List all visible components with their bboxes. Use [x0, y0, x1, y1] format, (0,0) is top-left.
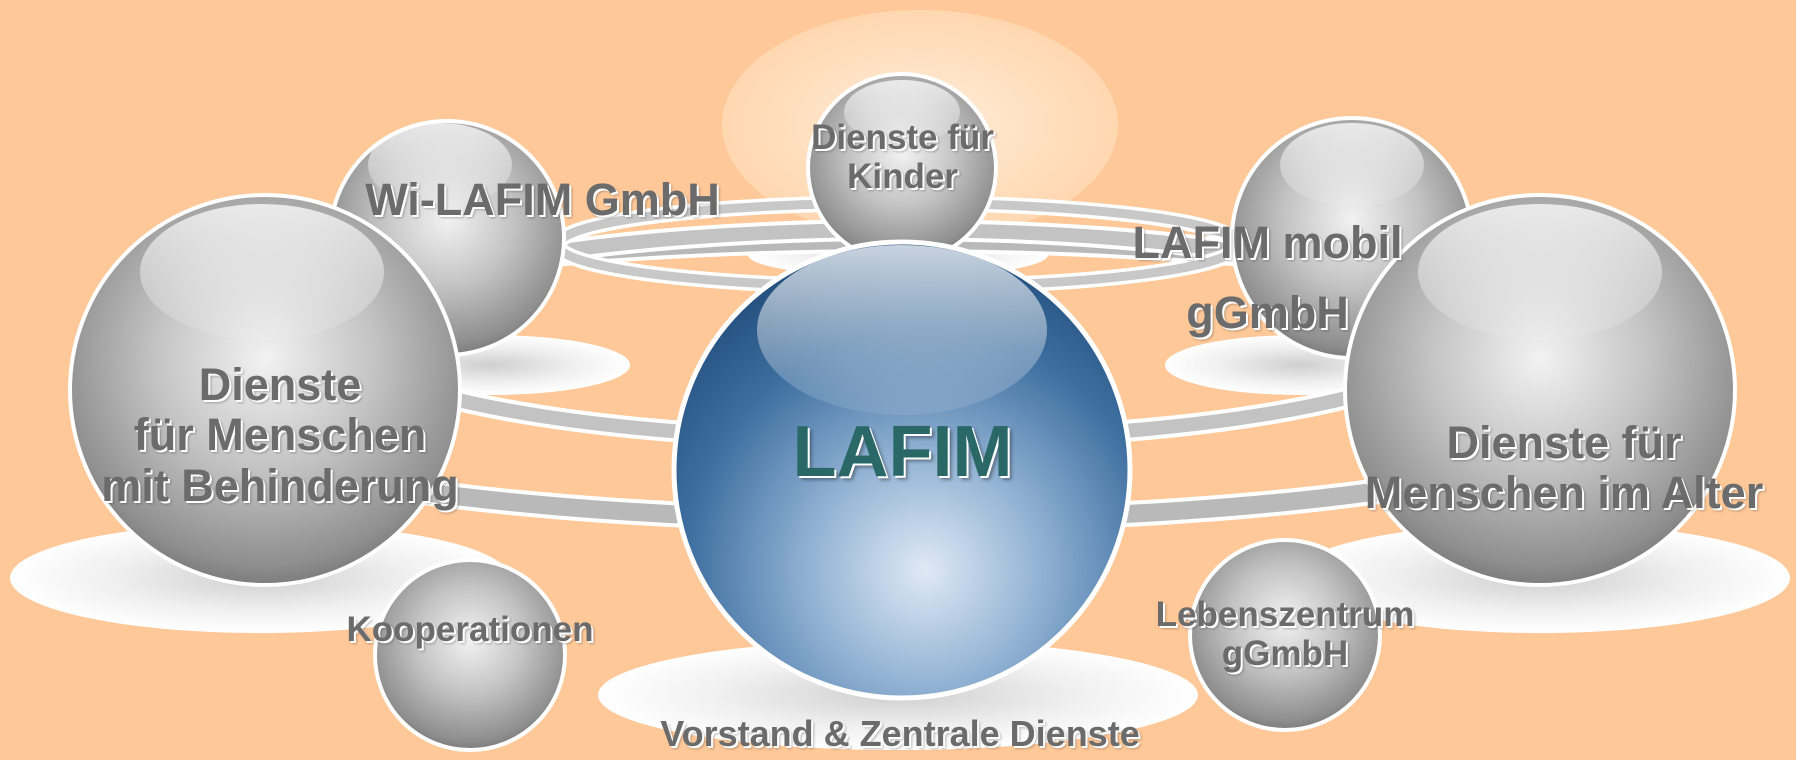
sphere-behinderung — [68, 193, 462, 587]
label-alter: Dienste für Menschen im Alter — [1364, 417, 1764, 519]
label-behinderung: Dienste für Menschen mit Behinderung — [101, 359, 459, 511]
label-vorstand: Vorstand & Zentrale Dienste — [660, 713, 1140, 754]
label-lafim-center: LAFIM — [792, 412, 1013, 492]
sphere-lafim-center — [671, 239, 1133, 701]
sphere-alter — [1343, 193, 1737, 587]
label-kooperationen: Kooperationen — [346, 610, 594, 649]
label-lafim-mobil: LAFIM mobil gGmbH — [1132, 217, 1403, 338]
label-kinder: Dienste für Kinder — [811, 118, 994, 197]
sphere-kinder — [806, 72, 998, 264]
label-wi-lafim: Wi-LAFIM GmbH — [365, 174, 720, 225]
label-lebenszentrum: Lebenszentrum gGmbH — [1155, 595, 1415, 674]
sphere-lebenszentrum — [1188, 538, 1382, 732]
sphere-kooperationen — [373, 558, 567, 752]
